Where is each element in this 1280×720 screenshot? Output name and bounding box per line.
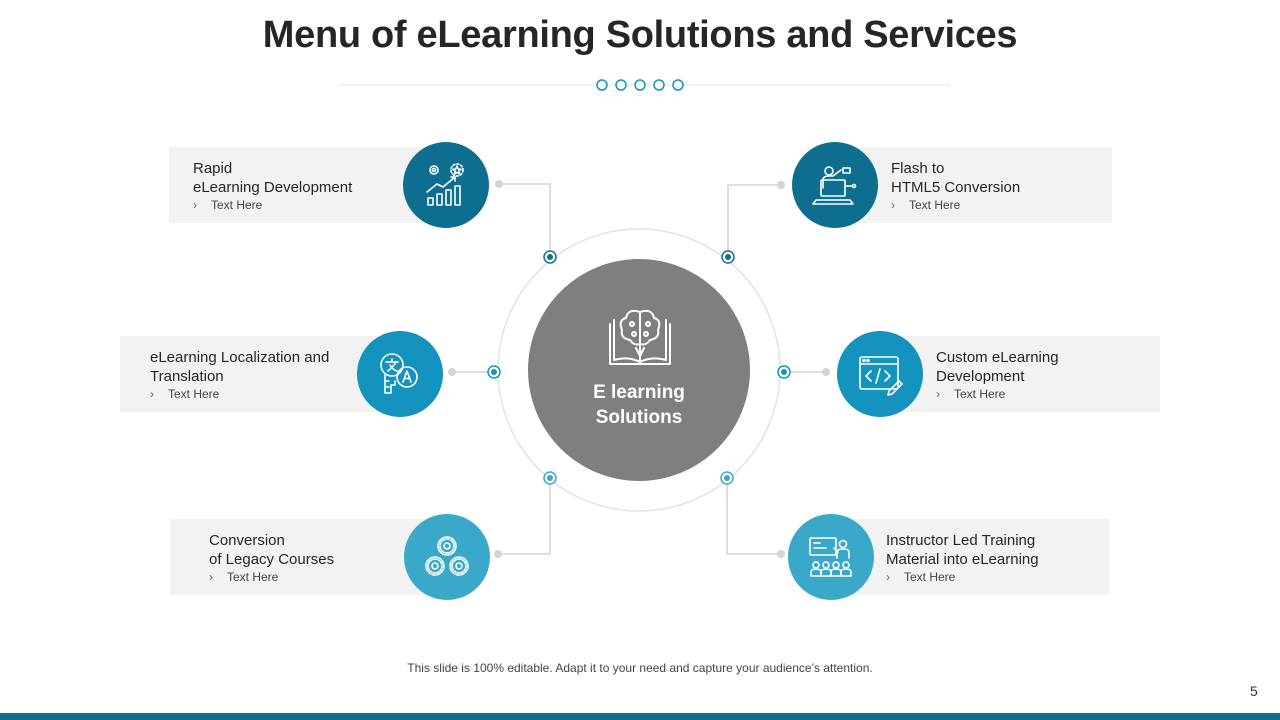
- classroom-training-icon: [788, 514, 874, 600]
- card-subtext-label: Text Here: [211, 198, 263, 212]
- chevron-right-icon: ›: [891, 198, 895, 212]
- card-title-line2: Material into eLearning: [886, 551, 1039, 568]
- card-subtext-label: Text Here: [168, 387, 220, 401]
- card-title-line2: HTML5 Conversion: [891, 179, 1021, 196]
- page-number: 5: [1250, 683, 1258, 699]
- connector-bottom-right: [726, 478, 781, 555]
- brain-book-icon: [609, 309, 671, 365]
- card-subtext-label: Text Here: [227, 570, 279, 584]
- card-title-line1: Rapid: [193, 160, 233, 177]
- card-subtext: › Text Here: [150, 386, 329, 402]
- card-custom-elearning: Custom eLearning Development › Text Here: [880, 336, 1160, 412]
- card-text: Conversion of Legacy Courses › Text Here: [209, 531, 334, 585]
- card-subtext-label: Text Here: [909, 198, 961, 212]
- card-instructor-led-training: Instructor Led Training Material into eL…: [831, 519, 1109, 595]
- chevron-right-icon: ›: [150, 387, 154, 401]
- card-title-line1: Instructor Led Training: [886, 532, 1036, 549]
- connector-top-left: [499, 183, 551, 257]
- card-title-line1: Conversion: [209, 532, 285, 549]
- card-subtext: › Text Here: [886, 569, 1039, 585]
- card-subtext-label: Text Here: [904, 570, 956, 584]
- card-rapid-elearning: Rapid eLearning Development › Text Here: [169, 147, 445, 223]
- card-text: Flash to HTML5 Conversion › Text Here: [891, 159, 1020, 213]
- card-subtext: › Text Here: [209, 569, 334, 585]
- card-flash-html5: Flash to HTML5 Conversion › Text Here: [835, 147, 1112, 223]
- translation-icon: [357, 331, 443, 417]
- title-divider: [340, 79, 950, 91]
- chevron-right-icon: ›: [193, 198, 197, 212]
- card-title-line1: Flash to: [891, 160, 945, 177]
- connector-top-right: [727, 184, 781, 257]
- card-title-line2: of Legacy Courses: [209, 551, 335, 568]
- slide-title: Menu of eLearning Solutions and Services: [262, 14, 1018, 56]
- card-text: Rapid eLearning Development › Text Here: [193, 159, 352, 213]
- connector-bottom-left: [498, 478, 551, 555]
- chevron-right-icon: ›: [936, 387, 940, 401]
- card-subtext: › Text Here: [936, 386, 1059, 402]
- card-title-line2: eLearning Development: [193, 179, 353, 196]
- card-title-line1: Custom eLearning: [936, 349, 1059, 366]
- presenter-laptop-icon: [792, 142, 878, 228]
- gears-icon: [404, 514, 490, 600]
- card-title-line2: Development: [936, 368, 1025, 385]
- card-subtext: › Text Here: [891, 197, 1020, 213]
- code-window-icon: [837, 331, 923, 417]
- bottom-accent-bar: [0, 713, 1280, 720]
- card-localization-translation: eLearning Localization and Translation ›…: [120, 336, 400, 412]
- hub-label-line1: E learning: [593, 382, 685, 403]
- chevron-right-icon: ›: [209, 570, 213, 584]
- footer-note: This slide is 100% editable. Adapt it to…: [407, 661, 873, 675]
- hub-core: [528, 259, 750, 481]
- card-legacy-conversion: Conversion of Legacy Courses › Text Here: [170, 519, 446, 595]
- card-title-line2: Translation: [150, 368, 224, 385]
- card-subtext: › Text Here: [193, 197, 352, 213]
- card-text: eLearning Localization and Translation ›…: [150, 348, 329, 402]
- growth-chart-gears-icon: [403, 142, 489, 228]
- card-subtext-label: Text Here: [954, 387, 1006, 401]
- card-text: Custom eLearning Development › Text Here: [936, 348, 1059, 402]
- card-text: Instructor Led Training Material into eL…: [886, 531, 1039, 585]
- chevron-right-icon: ›: [886, 570, 890, 584]
- hub-label-line2: Solutions: [595, 407, 683, 428]
- card-title-line1: eLearning Localization and: [150, 349, 330, 366]
- hub-label: E learning Solutions: [528, 380, 750, 430]
